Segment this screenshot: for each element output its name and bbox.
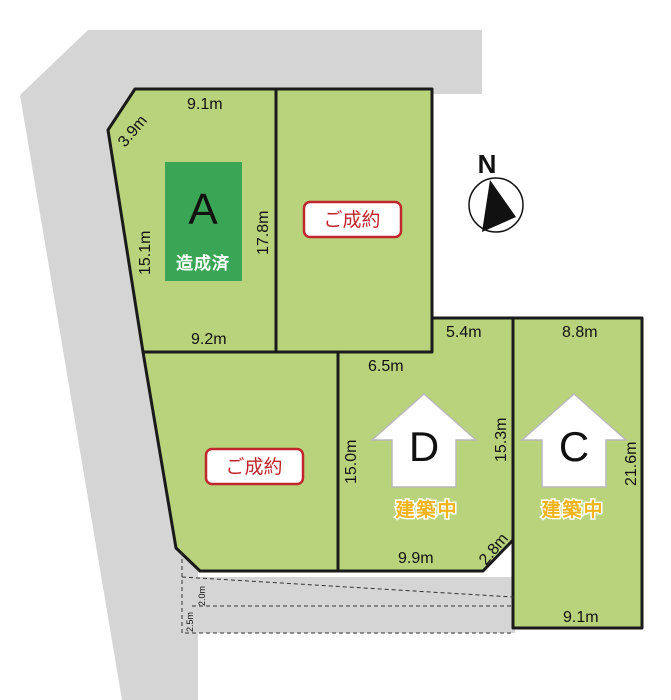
north-arrow-icon <box>482 180 516 232</box>
road-dim-width-left: 2.5m <box>185 612 195 632</box>
lot-d-house-icon <box>370 392 478 488</box>
lot-c-house-icon <box>520 392 628 488</box>
road-access <box>160 548 515 700</box>
lot-a-dim-left: 15.1m <box>137 231 154 275</box>
compass-label: N <box>478 149 497 179</box>
lot-c-dim-right: 21.6m <box>623 442 640 486</box>
lot-d-dim-right: 15.3m <box>493 418 510 462</box>
compass: N <box>468 149 524 233</box>
lot-d-letter: D <box>409 423 439 470</box>
lot-d-dim-top: 6.5m <box>368 358 404 375</box>
lot-c-letter: C <box>559 423 589 470</box>
lot-a-dim-bottom: 9.2m <box>191 331 227 348</box>
lot-d-dim-bottom: 9.9m <box>398 550 434 567</box>
lot-a-letter: A <box>188 185 218 234</box>
lot-a-status: 造成済 <box>176 253 230 274</box>
lot-a-dim-right: 17.8m <box>255 211 272 255</box>
lot-a-label-box <box>165 162 242 281</box>
lot-top-right-status: ご成約 <box>323 209 380 231</box>
lot-bottom-left-sold-box <box>204 447 305 486</box>
lot-bottom-left-status: ご成約 <box>225 456 282 478</box>
lot-d-dim-top-right: 5.4m <box>446 324 482 341</box>
lot-c-dim-bottom: 9.1m <box>563 609 599 626</box>
lot-d-dim-left: 15.0m <box>343 440 360 484</box>
lot-a-dim-top: 9.1m <box>187 96 223 113</box>
setback-line-top <box>181 576 514 598</box>
lot-c-dim-top: 8.8m <box>562 324 598 341</box>
lot-d-status: 建築中 <box>395 498 458 521</box>
lot-top-right-sold-box <box>302 200 403 239</box>
lot-c-status: 建築中 <box>541 498 604 521</box>
road-main <box>20 30 482 700</box>
road-dim-width-right: 2.0m <box>197 586 207 606</box>
